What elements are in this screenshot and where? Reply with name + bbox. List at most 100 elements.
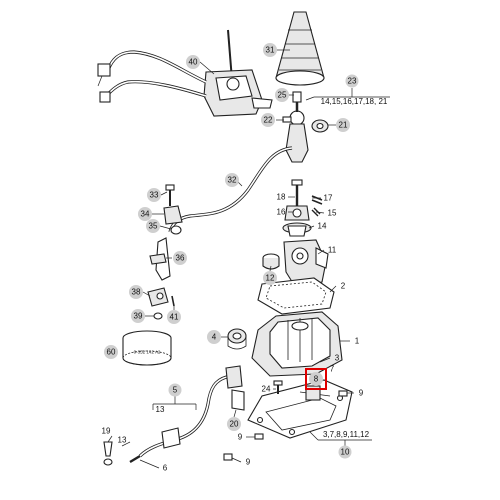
callout-16: 16 (277, 208, 286, 217)
group-label-23: 23 14,15,16,17,18, 21 (321, 74, 388, 106)
callout-14: 14 (318, 222, 327, 231)
callout-circle (186, 55, 200, 69)
callout-circle (263, 271, 277, 285)
group-members: 13 (156, 405, 165, 414)
callout-34: 34 (138, 207, 152, 221)
callout-circle (131, 309, 145, 323)
callout-circle (173, 251, 187, 265)
callout-number: 13 (118, 436, 127, 445)
callout-8: 8 (309, 372, 323, 386)
callout-9: 9 (246, 458, 251, 467)
callout-number: 19 (102, 427, 111, 436)
callout-36: 36 (173, 251, 187, 265)
callout-number: 9 (246, 458, 251, 467)
ring-part-number: 0-352 142 A2 (134, 350, 161, 355)
callout-number: 14 (318, 222, 327, 231)
callout-circle (338, 445, 352, 459)
callout-circle (275, 88, 289, 102)
callout-38: 38 (129, 285, 143, 299)
bolt-24 (273, 380, 283, 394)
callout-number: 18 (277, 193, 286, 202)
callout-32: 32 (225, 173, 239, 187)
group-members: 3,7,8,9,11,12 (323, 430, 370, 439)
callout-7: 7 (330, 365, 335, 374)
lower-housing-1 (251, 311, 343, 377)
callout-circle (309, 372, 323, 386)
group-brackets (152, 88, 390, 447)
callout-number: 2 (341, 282, 346, 291)
callout-19: 19 (102, 427, 111, 436)
callout-circle (104, 345, 118, 359)
callout-number: 41 (170, 313, 179, 322)
small-parts-19-13 (103, 441, 113, 466)
callout-number: 34 (141, 210, 150, 219)
small-parts-38-39-41 (147, 287, 175, 320)
callout-3: 3 (335, 354, 340, 363)
highlight-box (305, 368, 327, 390)
callout-number: 31 (266, 46, 275, 55)
callout-number: 33 (150, 191, 159, 200)
group-members: 14,15,16,17,18, 21 (321, 97, 388, 106)
gasket-2 (257, 277, 335, 315)
callout-number: 3 (335, 354, 340, 363)
callout-circle (263, 43, 277, 57)
shaft-upper-parts (282, 91, 329, 163)
callout-20: 20 (227, 417, 241, 431)
group-number: 5 (173, 386, 178, 395)
rubber-boot-4 (227, 328, 247, 350)
callout-circle (227, 417, 241, 431)
callout-number: 32 (228, 176, 237, 185)
callout-number: 25 (278, 91, 287, 100)
callout-22: 22 (261, 113, 275, 127)
callout-31: 31 (263, 43, 277, 57)
callout-circle (167, 310, 181, 324)
callout-number: 38 (132, 288, 141, 297)
callout-circle (336, 118, 350, 132)
leader-lines (107, 49, 354, 469)
callout-number: 4 (212, 333, 217, 342)
callout-number: 60 (107, 348, 116, 357)
callout-circle (146, 219, 160, 233)
callout-6: 6 (163, 464, 168, 473)
callout-number: 22 (264, 116, 273, 125)
callout-21: 21 (336, 118, 350, 132)
gear-lever-boot (275, 11, 325, 86)
clip-12 (262, 253, 280, 270)
callout-circle (225, 173, 239, 187)
callout-number: 12 (266, 274, 275, 283)
callout-circle (129, 285, 143, 299)
selector-cables-upper (97, 50, 207, 103)
callout-41: 41 (167, 310, 181, 324)
callout-circle (147, 188, 161, 202)
callout-40: 40 (186, 55, 200, 69)
callout-25: 25 (275, 88, 289, 102)
group-number: 10 (341, 448, 350, 457)
callout-12: 12 (263, 271, 277, 285)
callout-60: 60 (104, 345, 118, 359)
callout-circle (168, 383, 182, 397)
callout-9: 9 (238, 433, 243, 442)
callout-number: 9 (238, 433, 243, 442)
callout-number: 9 (359, 389, 364, 398)
callout-18: 18 (277, 193, 286, 202)
callout-number: 40 (189, 58, 198, 67)
callout-1: 1 (355, 337, 360, 346)
callout-35: 35 (146, 219, 160, 233)
callout-24: 24 (262, 385, 271, 394)
callout-number: 15 (328, 209, 337, 218)
callout-number: 20 (230, 420, 239, 429)
callout-circle (138, 207, 152, 221)
callout-33: 33 (147, 188, 161, 202)
left-bracket-parts (149, 184, 183, 281)
callout-number: 11 (328, 246, 337, 255)
group-number: 23 (348, 77, 357, 86)
shift-mechanism-parts (282, 179, 323, 237)
selector-cable-32 (168, 146, 293, 233)
callout-11: 11 (328, 246, 337, 255)
callout-15: 15 (328, 209, 337, 218)
callout-circle (207, 330, 221, 344)
callout-4: 4 (207, 330, 221, 344)
callout-number: 8 (314, 375, 319, 384)
gear-lever-housing-40 (203, 29, 273, 117)
